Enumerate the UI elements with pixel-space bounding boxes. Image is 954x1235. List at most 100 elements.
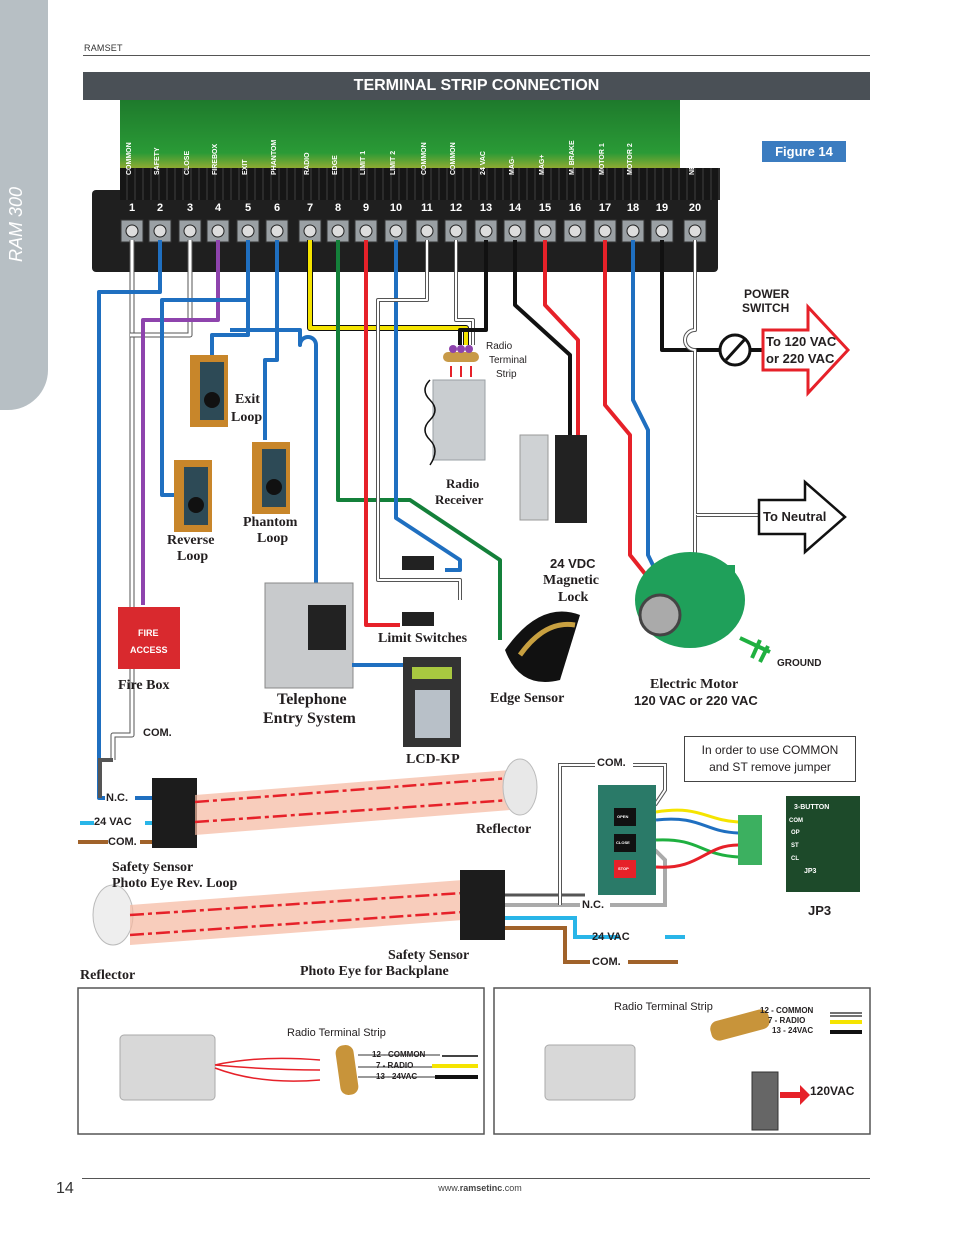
radio-strip-label-3: Strip [496,369,517,380]
exit-loop-label-1: Exit [235,392,260,407]
exit-loop-device [190,355,228,427]
wire-limit2-blue [394,240,462,572]
inset-right-row-2: 7 - RADIO [768,1016,806,1025]
wire-reverse-blue [160,298,248,497]
safety-sensor-2-label-a: Safety Sensor [388,948,470,963]
ground-icon [739,636,771,663]
nc-left-label: N.C. [106,792,128,804]
inset-right-strip [710,1009,770,1041]
stop-button [614,860,636,878]
mag-lock-label-2: Magnetic [543,573,599,588]
terminal-number: 11 [421,202,433,214]
terminal-number: 6 [273,202,281,214]
terminal-screw-head [568,224,582,238]
terminal-screw-head [153,224,167,238]
inset-right-title: Radio Terminal Strip [614,1001,713,1013]
wire-power-black [660,240,720,352]
mag-lock-label-3: Lock [558,590,589,605]
reflector-1-label: Reflector [476,822,532,837]
terminal-number: 17 [598,202,612,214]
terminal-number: 14 [508,202,522,214]
limit-switches-label: Limit Switches [378,631,468,646]
ground-label: GROUND [777,658,822,669]
limit-switch-1 [402,556,434,570]
safety-sensor-2-label-b: Photo Eye for Backplane [300,964,449,979]
terminal-number: 2 [156,202,164,214]
inset-right-row-3: 13 - 24VAC [772,1026,814,1035]
electric-motor [635,552,745,648]
terminal-screw-head [211,224,225,238]
terminal-screw-head [241,224,255,238]
inset-right-row-1: 12 - COMMON [760,1006,814,1015]
terminal-screw-head [420,224,434,238]
terminal-number: 5 [244,202,252,214]
wire-edge-green [336,240,502,640]
top-divider [83,55,870,56]
vac-left-label: 24 VAC [94,816,132,828]
radio-receiver-label-1: Radio [446,476,480,491]
inset-right-receiver [544,1044,636,1101]
terminal-number: 12 [449,202,463,214]
inset-left-row-2: 7 - RADIO [376,1061,414,1070]
terminal-screw-head [598,224,612,238]
com-right-label: COM. [592,956,621,968]
jp3-board [786,796,860,892]
jp3-caption: JP3 [808,903,832,918]
wire-firebox-purple [141,240,220,605]
terminal-screw-head [183,224,197,238]
radio-strip-label-2: Terminal [489,355,527,366]
to-vac-label-2: or 220 VAC [766,351,835,366]
jp3-board-label: JP3 [804,868,817,875]
figure-badge: Figure 14 [762,141,846,162]
terminal-screw-head [389,224,403,238]
terminal-number: 3 [186,202,194,214]
fire-box-text-2: ACCESS [130,645,168,655]
outlet-label: 120VAC [810,1084,855,1098]
terminal-number: 1 [128,202,136,214]
wire-mag-plus [543,240,580,440]
url-domain: ramsetinc [459,1183,503,1193]
url-prefix: www. [438,1183,460,1193]
beam-1 [195,770,510,835]
terminal-number: 9 [362,202,370,214]
close-button-label: CLOSE [616,840,630,845]
safety-sensor-2 [460,870,505,940]
url-suffix: .com [502,1183,522,1193]
terminal-screws [120,219,707,243]
jp3-pin-cl: CL [791,856,799,862]
radio-receiver [432,379,486,461]
page-number: 14 [56,1180,74,1197]
jp3-pin-com: COM [789,818,803,824]
terminal-screw-head [508,224,522,238]
com-left2-label: COM. [108,836,137,848]
power-switch-label-2: SWITCH [742,301,790,315]
terminal-screw-head [125,224,139,238]
reflector-1 [502,758,538,816]
terminal-number: 13 [479,202,493,214]
jp3-pin-st: ST [791,843,799,849]
page-title: TERMINAL STRIP CONNECTION [83,72,870,100]
reverse-loop-label-1: Reverse [167,533,215,548]
terminal-screw-head [449,224,463,238]
safety-sensor-1-label-a: Safety Sensor [112,860,194,875]
to-vac-label-1: To 120 VAC [766,334,837,349]
jumper-note: In order to use COMMON and ST remove jum… [684,736,856,782]
inset-left-receiver [119,1034,216,1101]
terminal-screw-head [688,224,702,238]
to-neutral-arrow [757,479,847,555]
reverse-loop-label-2: Loop [177,549,209,564]
wire-phantom-blue [263,240,279,440]
wire-neutral [683,240,770,517]
phantom-loop-device [252,442,290,514]
terminal-number: 8 [334,202,342,214]
terminal-screw-head [538,224,552,238]
power-switch-label-1: POWER [744,287,790,301]
terminal-screw-head [331,224,345,238]
edge-sensor [505,611,580,682]
footer-url[interactable]: www.ramsetinc.com [400,1183,560,1193]
lcd-kp-label: LCD-KP [406,752,460,767]
jumper-note-line-1: In order to use COMMON [701,743,839,757]
terminal-screw-head [359,224,373,238]
magnetic-lock [519,434,549,521]
